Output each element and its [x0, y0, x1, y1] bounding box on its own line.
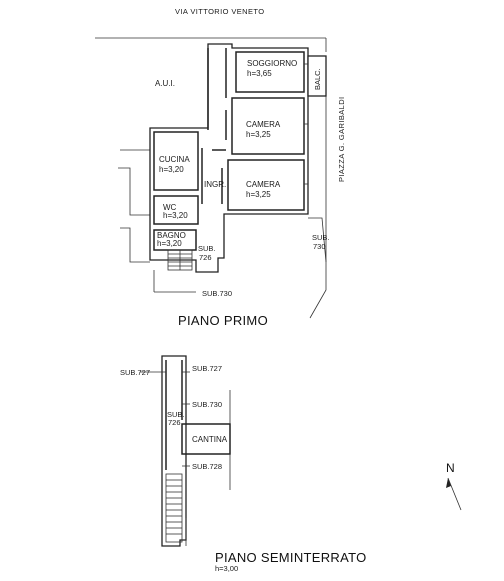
label-ingresso: INGR.: [204, 180, 226, 189]
label-sub-726-line1: SUB.: [198, 244, 216, 253]
title-piano-seminterrato: PIANO SEMINTERRATO: [215, 550, 367, 565]
label-basement-height: h=3,00: [215, 564, 238, 573]
balcony: [307, 55, 327, 97]
label-sub-730-right-line2: 730: [313, 242, 326, 251]
label-basement-sub-730: SUB.730: [192, 400, 222, 409]
label-basement-sub-728: SUB.728: [192, 462, 222, 471]
label-camera-1-height: h=3,25: [246, 130, 271, 139]
label-camera-2: CAMERA: [246, 180, 281, 189]
room-cucina: [153, 131, 199, 191]
basement-plan: [140, 355, 231, 547]
room-camera-1: [231, 97, 305, 155]
label-basement-sub-726-line2: 726: [168, 418, 181, 427]
first-floor-plan: [149, 43, 327, 273]
north-arrow: N: [446, 461, 462, 511]
label-balcony: BALC.: [313, 68, 322, 90]
label-cucina-height: h=3,20: [159, 165, 184, 174]
label-sub-730-right-line1: SUB.: [312, 233, 330, 242]
label-basement-sub-726-line1: SUB.: [167, 410, 185, 419]
room-wc: [153, 195, 199, 225]
label-soggiorno: SOGGIORNO: [247, 59, 297, 68]
context-lines: [95, 37, 327, 319]
label-sub-726-line2: 726: [199, 253, 212, 262]
label-bagno-height: h=3,20: [157, 239, 182, 248]
label-wc-height: h=3,20: [163, 211, 188, 220]
label-soggiorno-height: h=3,65: [247, 69, 272, 78]
stairs-first-floor: [167, 249, 193, 271]
street-label-top: VIA VITTORIO VENETO: [175, 7, 264, 16]
label-cucina: CUCINA: [159, 155, 190, 164]
room-cantina: [181, 423, 231, 455]
label-aui: A.U.I.: [155, 79, 175, 88]
label-sub-730-bottom: SUB.730: [202, 289, 232, 298]
title-piano-primo: PIANO PRIMO: [178, 313, 268, 328]
label-camera-1: CAMERA: [246, 120, 281, 129]
north-arrow-icon: [446, 478, 451, 488]
label-basement-sub-727-right: SUB.727: [192, 364, 222, 373]
label-camera-2-height: h=3,25: [246, 190, 271, 199]
room-soggiorno: [235, 51, 305, 93]
north-label: N: [446, 461, 455, 475]
label-wc: WC: [163, 203, 177, 212]
street-label-right: PIAZZA G. GARIBALDI: [337, 96, 346, 182]
label-basement-sub-727-left: SUB.727: [120, 368, 150, 377]
stairs-basement: [165, 473, 183, 543]
room-camera-2: [227, 159, 305, 211]
label-cantina: CANTINA: [192, 435, 228, 444]
label-bagno: BAGNO: [157, 231, 186, 240]
